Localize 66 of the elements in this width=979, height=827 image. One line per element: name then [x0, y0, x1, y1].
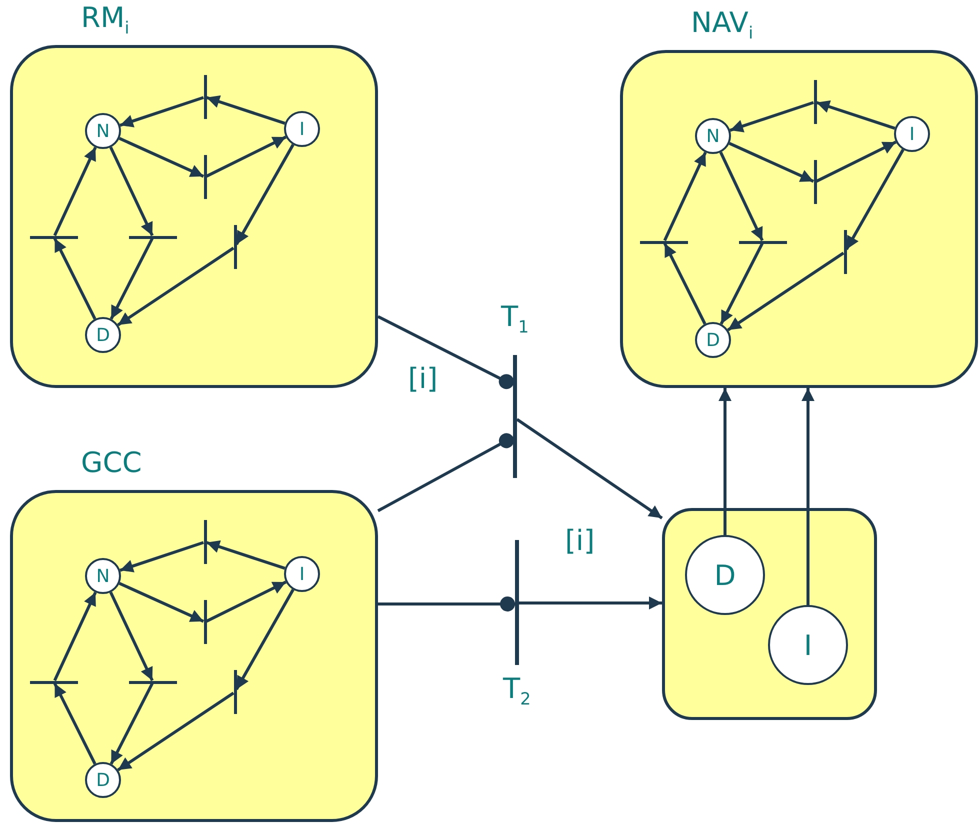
place-circle: D [695, 322, 731, 358]
arc-arrow [53, 146, 97, 236]
place-circle: I [284, 111, 320, 147]
transition-bar [739, 240, 787, 244]
arc-arrow [206, 580, 287, 623]
arc-arrow [120, 96, 204, 128]
arc-arrow [206, 95, 286, 125]
transition-label: T$_{1}$ [501, 303, 529, 336]
arc-arrow [117, 692, 234, 772]
panel-title: GCC [81, 449, 142, 477]
arc-arrow [728, 142, 814, 183]
arc-arrow [816, 100, 896, 130]
arc-arrow [118, 137, 204, 178]
arc-arrow [109, 592, 154, 682]
transition-bar [30, 680, 78, 684]
place-circle: N [85, 113, 121, 149]
place-circle: I [894, 116, 930, 152]
place-circle: N [85, 558, 121, 594]
transition-bar [844, 230, 846, 274]
panel-title: NAV$_{i}$ [691, 9, 754, 42]
arc-arrow [53, 238, 96, 320]
arc-arrow [845, 148, 904, 250]
arc-arrow [235, 144, 294, 246]
place-circle: I [284, 556, 320, 592]
arc-arrow [663, 152, 707, 242]
arc-arrow [117, 246, 234, 326]
transition-bar [204, 155, 206, 199]
arc-arrow [206, 136, 287, 178]
transition-bar [814, 80, 816, 124]
arc-arrow [720, 242, 764, 325]
arc-arrow [53, 592, 97, 682]
arc-arrow [235, 588, 294, 690]
place-circle: I [768, 605, 848, 685]
transition-bar [30, 236, 78, 238]
arc-arrow [53, 682, 96, 765]
arc-arrow [118, 582, 204, 623]
place-circle: D [85, 317, 121, 353]
transition-bar [234, 225, 236, 269]
arc-arrow [516, 418, 663, 520]
arc-arrow [719, 152, 764, 242]
arc-arrow [519, 596, 662, 610]
transition-bar [640, 240, 688, 244]
arc-arrow [120, 541, 204, 572]
transition-label: T$_{2}$ [503, 675, 531, 708]
token-panel [662, 508, 877, 720]
arc-arrow [109, 146, 154, 236]
transition-bar [204, 75, 206, 119]
transition-bar [204, 520, 206, 564]
arc-arrow [802, 388, 814, 605]
arc-arrow [110, 238, 154, 320]
arc-arrow [110, 682, 154, 765]
transition-bar [129, 236, 177, 238]
place-circle: D [685, 535, 765, 615]
panel-title: RM$_{i}$ [81, 4, 130, 36]
transition-bar [814, 160, 816, 204]
place-circle: D [85, 762, 121, 798]
arc-arrow [663, 242, 706, 325]
arc-arrow [730, 101, 814, 132]
arc-arrow [718, 388, 732, 535]
transition-bar [234, 670, 236, 714]
arc-arrow [727, 252, 844, 332]
arc-arrow [206, 540, 286, 570]
place-circle: N [695, 118, 731, 154]
arc-arrow [816, 140, 897, 183]
transition-bar [204, 600, 206, 644]
transition-bar [129, 680, 177, 684]
